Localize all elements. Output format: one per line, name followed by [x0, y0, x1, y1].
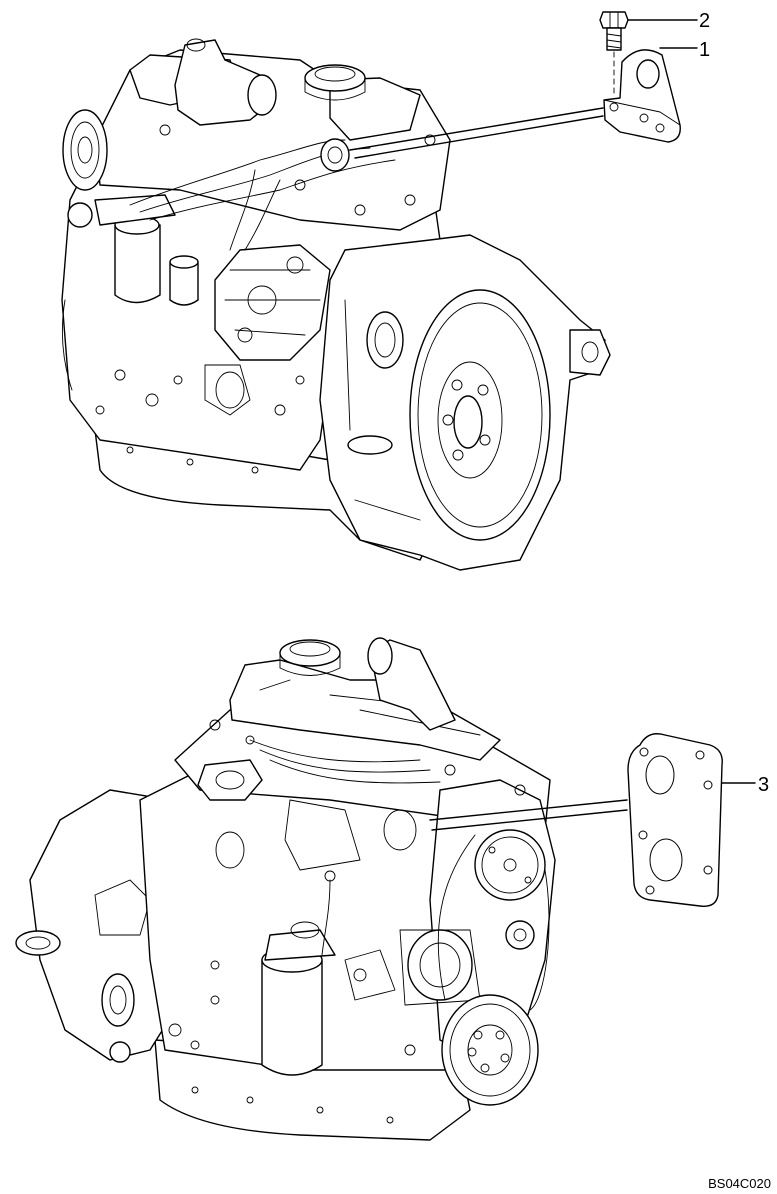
- lifting-bracket-part-1: [349, 49, 681, 159]
- callout-label-2: 2: [699, 10, 710, 32]
- callout-label-3: 3: [758, 774, 769, 796]
- gasket-plate-part-3: [429, 733, 723, 907]
- callout-2: 2: [627, 10, 710, 32]
- bolt-part-2: [599, 11, 629, 97]
- drawing-code: BS04C020: [708, 1176, 771, 1191]
- callout-3: 3: [721, 774, 769, 796]
- callout-1: 1: [659, 39, 710, 61]
- engine-bottom: [15, 637, 556, 1141]
- callout-label-1: 1: [699, 39, 710, 61]
- engine-top: [61, 38, 611, 571]
